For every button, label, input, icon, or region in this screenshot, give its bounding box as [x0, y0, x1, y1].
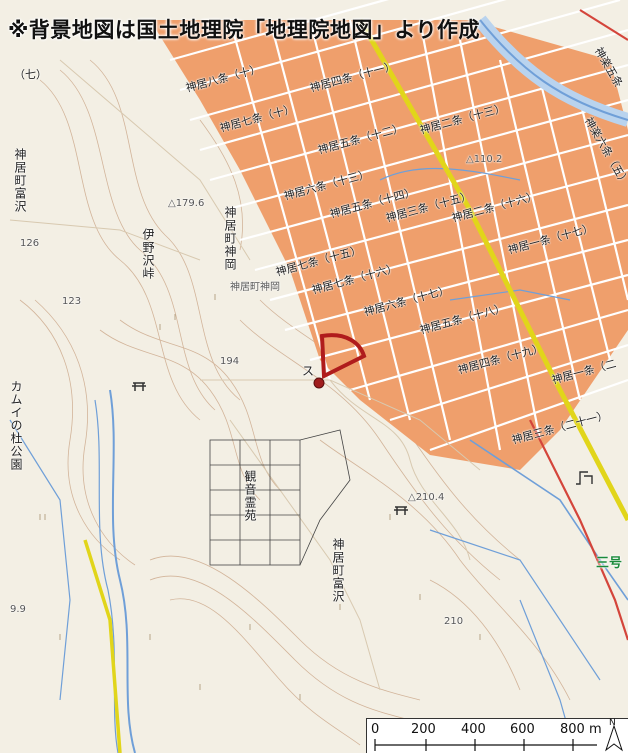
scale-tick-600: 600 — [510, 722, 535, 737]
north-label: N — [609, 718, 616, 728]
scale-bar: 0 200 400 600 800 m — [366, 718, 628, 753]
scale-tick-200: 200 — [411, 722, 436, 737]
main-road — [83, 18, 628, 753]
contour-lines — [19, 59, 571, 746]
elevation-210: 210 — [444, 616, 464, 627]
scale-tick-400: 400 — [461, 722, 486, 737]
label-route-3: 三号 — [596, 556, 623, 571]
elevation-9-9: 9.9 — [10, 604, 26, 615]
railway — [529, 9, 628, 641]
north-arrow-icon: N — [600, 718, 628, 753]
scale-tick-800: 800 m — [560, 722, 602, 737]
temple-icon — [576, 471, 593, 485]
label-kamui-7: （七） — [14, 68, 47, 81]
map-credit: ※背景地図は国土地理院「地理院地図」より作成 — [8, 18, 480, 42]
scale-tick-0: 0 — [371, 722, 380, 737]
elevation-194: 194 — [220, 356, 240, 367]
elevation-210-4: △210.4 — [408, 492, 445, 503]
location-marker-icon — [313, 333, 367, 389]
label-kamui-no-mori-park: カムイの杜公園 — [9, 380, 23, 471]
vegetation-marks — [39, 294, 481, 700]
label-inosawa-toge: 伊野沢峠 — [141, 228, 155, 280]
cemetery-grid — [209, 429, 351, 566]
label-kamui-cho-kamioka-vertical: 神居町神岡 — [223, 206, 237, 271]
label-kannon-reien: 観音霊苑 — [243, 470, 257, 522]
label-kamui-cho-tomisawa-left: 神居町富沢 — [13, 148, 27, 213]
waterways — [9, 15, 628, 753]
elevation-110: △110.2 — [466, 154, 503, 165]
label-sumi: ス — [302, 364, 315, 378]
shrine-icon — [132, 382, 408, 515]
elevation-123: 123 — [62, 296, 82, 307]
scale-bar-graphic — [374, 739, 597, 751]
elevation-179: △179.6 — [168, 198, 205, 209]
elevation-126: 126 — [20, 238, 40, 249]
label-kamui-cho-tomisawa-mid: 神居町富沢 — [331, 538, 345, 603]
north-arrow-graphic — [605, 724, 623, 752]
label-kamui-cho-kamioka: 神居町神岡 — [230, 282, 280, 293]
